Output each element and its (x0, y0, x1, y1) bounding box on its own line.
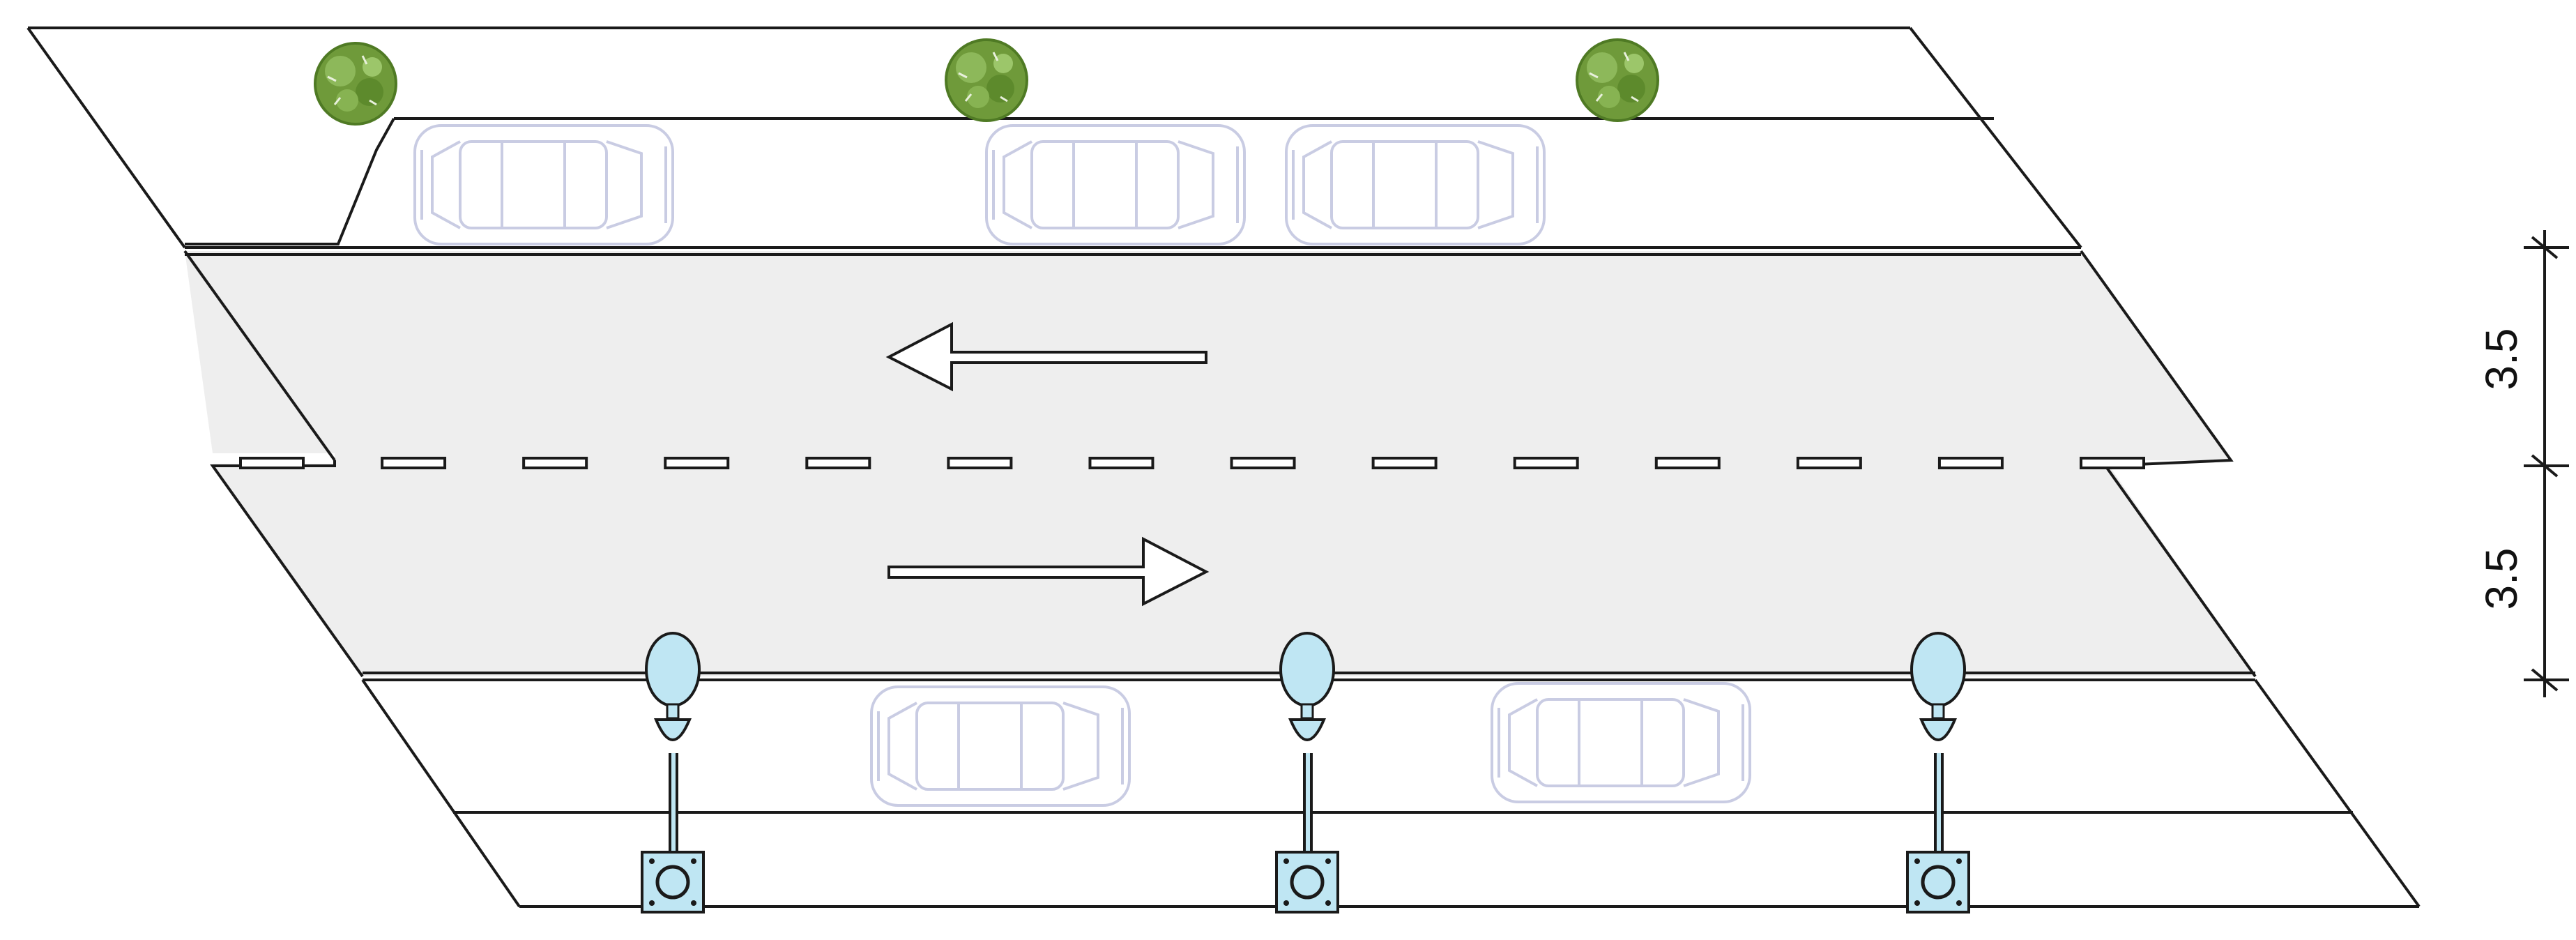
lane-dash (1796, 457, 1862, 469)
lane-dash (664, 457, 730, 469)
street-lamp-icon (642, 633, 703, 912)
lane-dash (1654, 457, 1721, 469)
arrow-left-icon (885, 321, 1207, 392)
lane-dash (805, 457, 871, 469)
car-icon (1491, 682, 1751, 803)
lane-dash (522, 457, 588, 469)
car-icon (870, 685, 1131, 807)
tree-icon (314, 42, 397, 126)
lane-dash (1937, 457, 2004, 469)
dimension-line: 3.5 3.5 (2476, 230, 2569, 697)
dimension-label-upper: 3.5 (2476, 328, 2527, 391)
street-lamp-icon (1907, 633, 1969, 912)
arrow-right-icon (887, 536, 1210, 607)
lane-dash (947, 457, 1013, 469)
lane-dash (1513, 457, 1579, 469)
lane-dash (381, 457, 447, 469)
tree-icon (945, 38, 1028, 122)
lane-dash (1371, 457, 1438, 469)
lane-dash (1088, 457, 1154, 469)
center-lane-line (239, 457, 2145, 469)
lane-dash (1230, 457, 1296, 469)
street-lamp-icon (1276, 633, 1338, 912)
dimension-label-lower: 3.5 (2476, 548, 2527, 610)
bottom-sidewalk (361, 679, 2421, 908)
top-sidewalk (26, 26, 2082, 249)
lane-dash (239, 457, 305, 469)
tree-icon (1576, 38, 1659, 122)
lane-dash (2080, 457, 2145, 469)
